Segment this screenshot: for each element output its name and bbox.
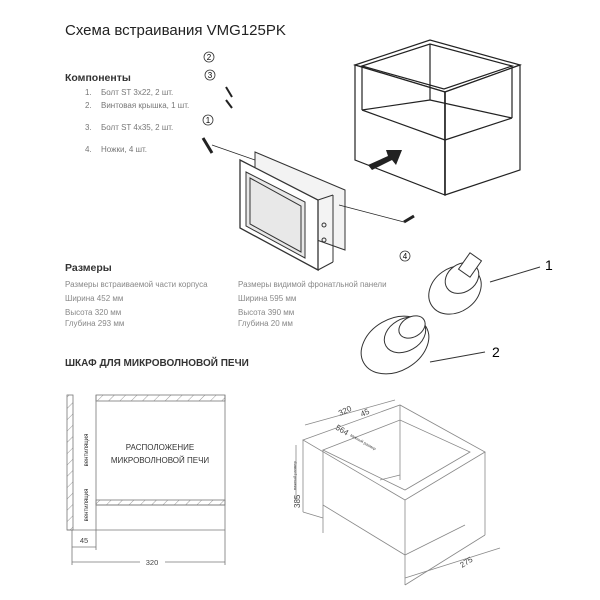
vent-label-top: вентиляция bbox=[84, 434, 90, 467]
placement-label-1: РАСПОЛОЖЕНИЕ bbox=[126, 443, 195, 452]
built-in-title: Размеры встраиваемой части корпуса bbox=[65, 280, 208, 289]
iso-important-label-2: важный размер bbox=[292, 460, 297, 490]
cabinet-plan-view bbox=[66, 394, 226, 565]
front-panel-depth: Глубина 20 мм bbox=[238, 319, 293, 328]
foot-label-2: 2 bbox=[492, 344, 500, 360]
plan-dim-320: 320 bbox=[146, 558, 159, 567]
dimensions-heading: Размеры bbox=[65, 262, 112, 274]
iso-dim-564: 564 bbox=[334, 423, 351, 438]
front-panel-width: Ширина 595 мм bbox=[238, 294, 297, 303]
plan-dim-45: 45 bbox=[80, 536, 88, 545]
screw-icons bbox=[201, 86, 415, 224]
vent-label-bottom: вентиляция bbox=[84, 489, 90, 522]
arrow-icon bbox=[368, 150, 402, 170]
foot-illustration bbox=[360, 252, 541, 375]
front-panel-height: Высота 390 мм bbox=[238, 308, 295, 317]
component-item: 3.Болт ST 4x35, 2 шт. bbox=[85, 123, 174, 132]
callout-3: 3 bbox=[208, 71, 213, 80]
built-in-width: Ширина 452 мм bbox=[65, 294, 124, 303]
built-in-depth: Глубина 293 мм bbox=[65, 319, 125, 328]
callout-1: 1 bbox=[206, 116, 211, 125]
component-item: 4.Ножки, 4 шт. bbox=[85, 145, 147, 154]
components-heading: Компоненты bbox=[65, 72, 131, 84]
iso-dim-45: 45 bbox=[359, 407, 371, 419]
microwave-illustration bbox=[239, 151, 346, 272]
callout-2: 2 bbox=[207, 53, 212, 62]
foot-label-1: 1 bbox=[545, 257, 553, 273]
placement-label-2: МИКРОВОЛНОВОЙ ПЕЧИ bbox=[111, 456, 210, 465]
component-item: 2.Винтовая крышка, 1 шт. bbox=[85, 101, 190, 110]
callout-circles bbox=[202, 51, 411, 262]
cabinet-heading: ШКАФ ДЛЯ МИКРОВОЛНОВОЙ ПЕЧИ bbox=[65, 358, 249, 369]
iso-important-label: важный размер bbox=[350, 433, 378, 452]
component-item: 1.Болт ST 3x22, 2 шт. bbox=[85, 88, 174, 97]
cabinet-iso-view bbox=[295, 399, 501, 586]
built-in-height: Высота 320 мм bbox=[65, 308, 122, 317]
front-panel-title: Размеры видимой фронатльной панели bbox=[238, 280, 387, 289]
callout-4: 4 bbox=[403, 252, 408, 261]
cabinet-box-illustration bbox=[353, 39, 522, 196]
page-title: Схема встраивания VMG125PK bbox=[65, 22, 286, 39]
iso-dim-320: 320 bbox=[337, 404, 353, 418]
iso-dim-385: 385 bbox=[293, 494, 302, 508]
